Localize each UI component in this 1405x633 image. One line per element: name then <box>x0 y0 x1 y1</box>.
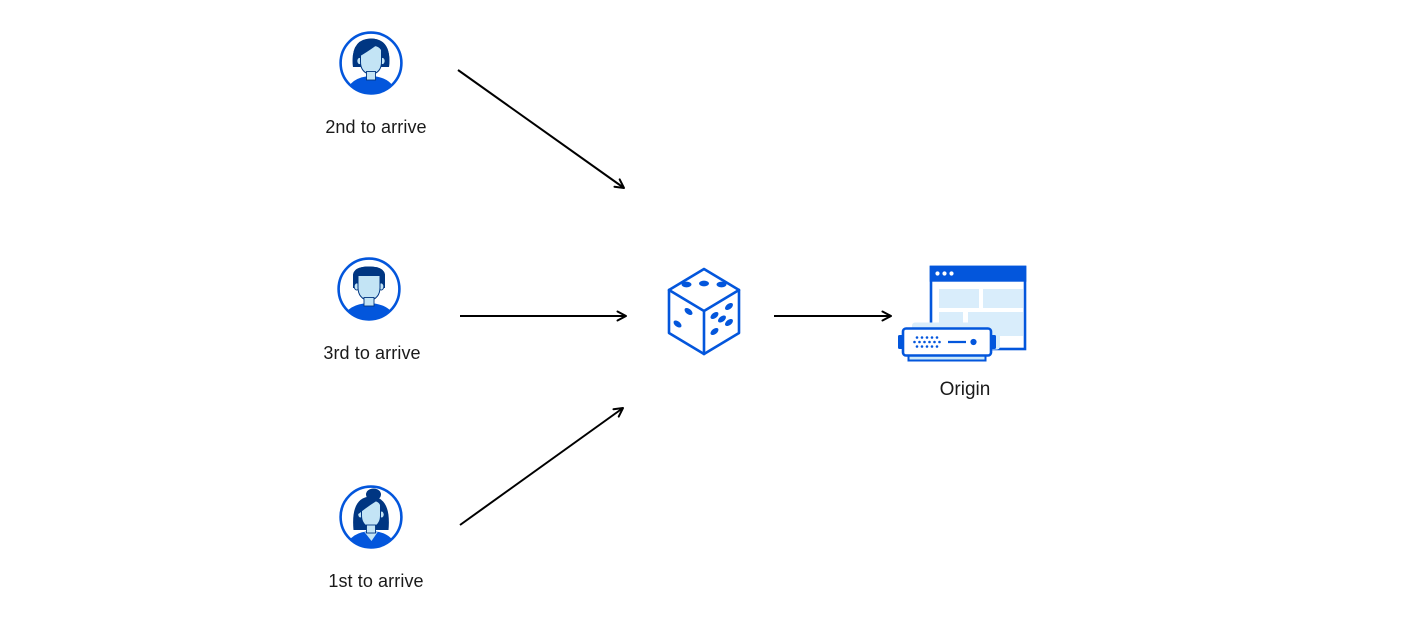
arrow-1st-to-dice <box>459 407 624 526</box>
client-node-3rd <box>336 256 402 322</box>
client-label-1st: 1st to arrive <box>328 571 424 591</box>
client-node-2nd <box>338 30 404 96</box>
client-label-3rd: 3rd to arrive <box>323 343 421 363</box>
arrow-2nd-to-dice <box>457 69 625 189</box>
origin-label: Origin <box>939 379 991 400</box>
origin-node <box>895 258 1035 368</box>
browser-window-and-server-icon <box>898 265 1027 362</box>
person-avatar-flat-hair-icon <box>337 257 401 321</box>
person-avatar-hair-bun-icon <box>339 485 403 549</box>
client-label-2nd: 2nd to arrive <box>325 117 427 137</box>
server-icon <box>898 322 1000 362</box>
client-node-1st <box>338 484 404 550</box>
dice-icon <box>667 267 741 356</box>
dice-node <box>660 262 750 362</box>
person-avatar-swept-hair-icon <box>339 31 403 95</box>
